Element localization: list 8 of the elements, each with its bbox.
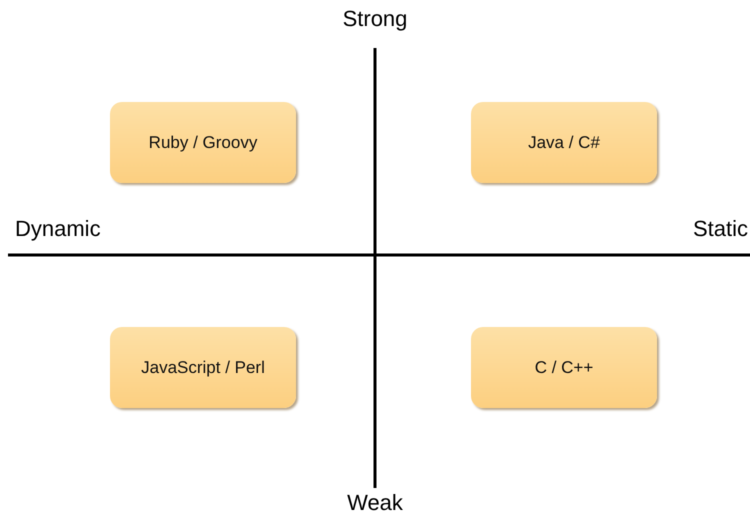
axis-label: Dynamic bbox=[15, 216, 101, 242]
quadrant-box: C / C++ bbox=[471, 327, 657, 408]
axis-label: Weak bbox=[347, 490, 403, 516]
quadrant-box: Ruby / Groovy bbox=[110, 102, 296, 183]
axis-label: Strong bbox=[342, 6, 408, 32]
axis-label: Static bbox=[692, 216, 748, 242]
quadrant-box: Java / C# bbox=[471, 102, 657, 183]
quadrant-box: JavaScript / Perl bbox=[110, 327, 296, 408]
